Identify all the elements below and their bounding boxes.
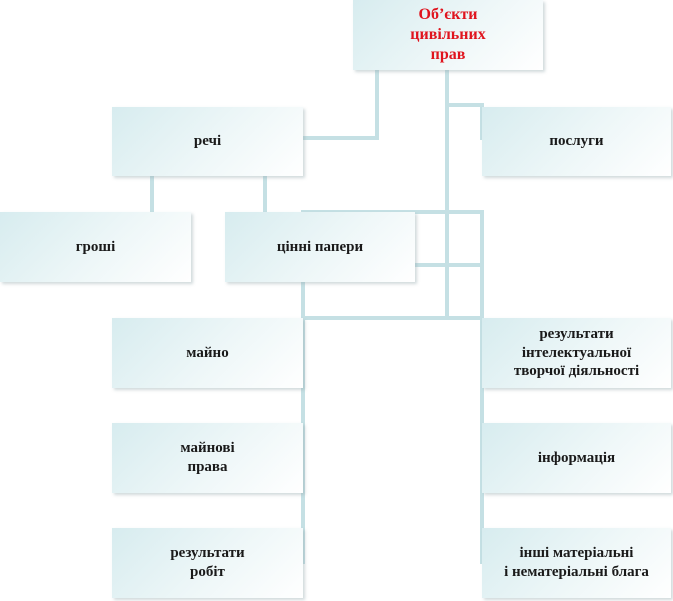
node-property: майно xyxy=(112,318,303,388)
node-money: гроші xyxy=(0,212,191,282)
node-work-results: результати робіт xyxy=(112,528,303,598)
node-intellectual-results: результати інтелектуальної творчої діяль… xyxy=(482,318,671,388)
node-information: інформація xyxy=(482,423,671,493)
node-other-goods: інші матеріальні і нематеріальні блага xyxy=(482,528,671,598)
node-securities: цінні папери xyxy=(225,212,415,282)
node-property-rights: майнові права xyxy=(112,423,303,493)
node-things: речі xyxy=(112,107,303,176)
node-services: послуги xyxy=(482,107,671,176)
root-node-objects-of-civil-rights: Об’єкти цивільних прав xyxy=(353,0,543,70)
